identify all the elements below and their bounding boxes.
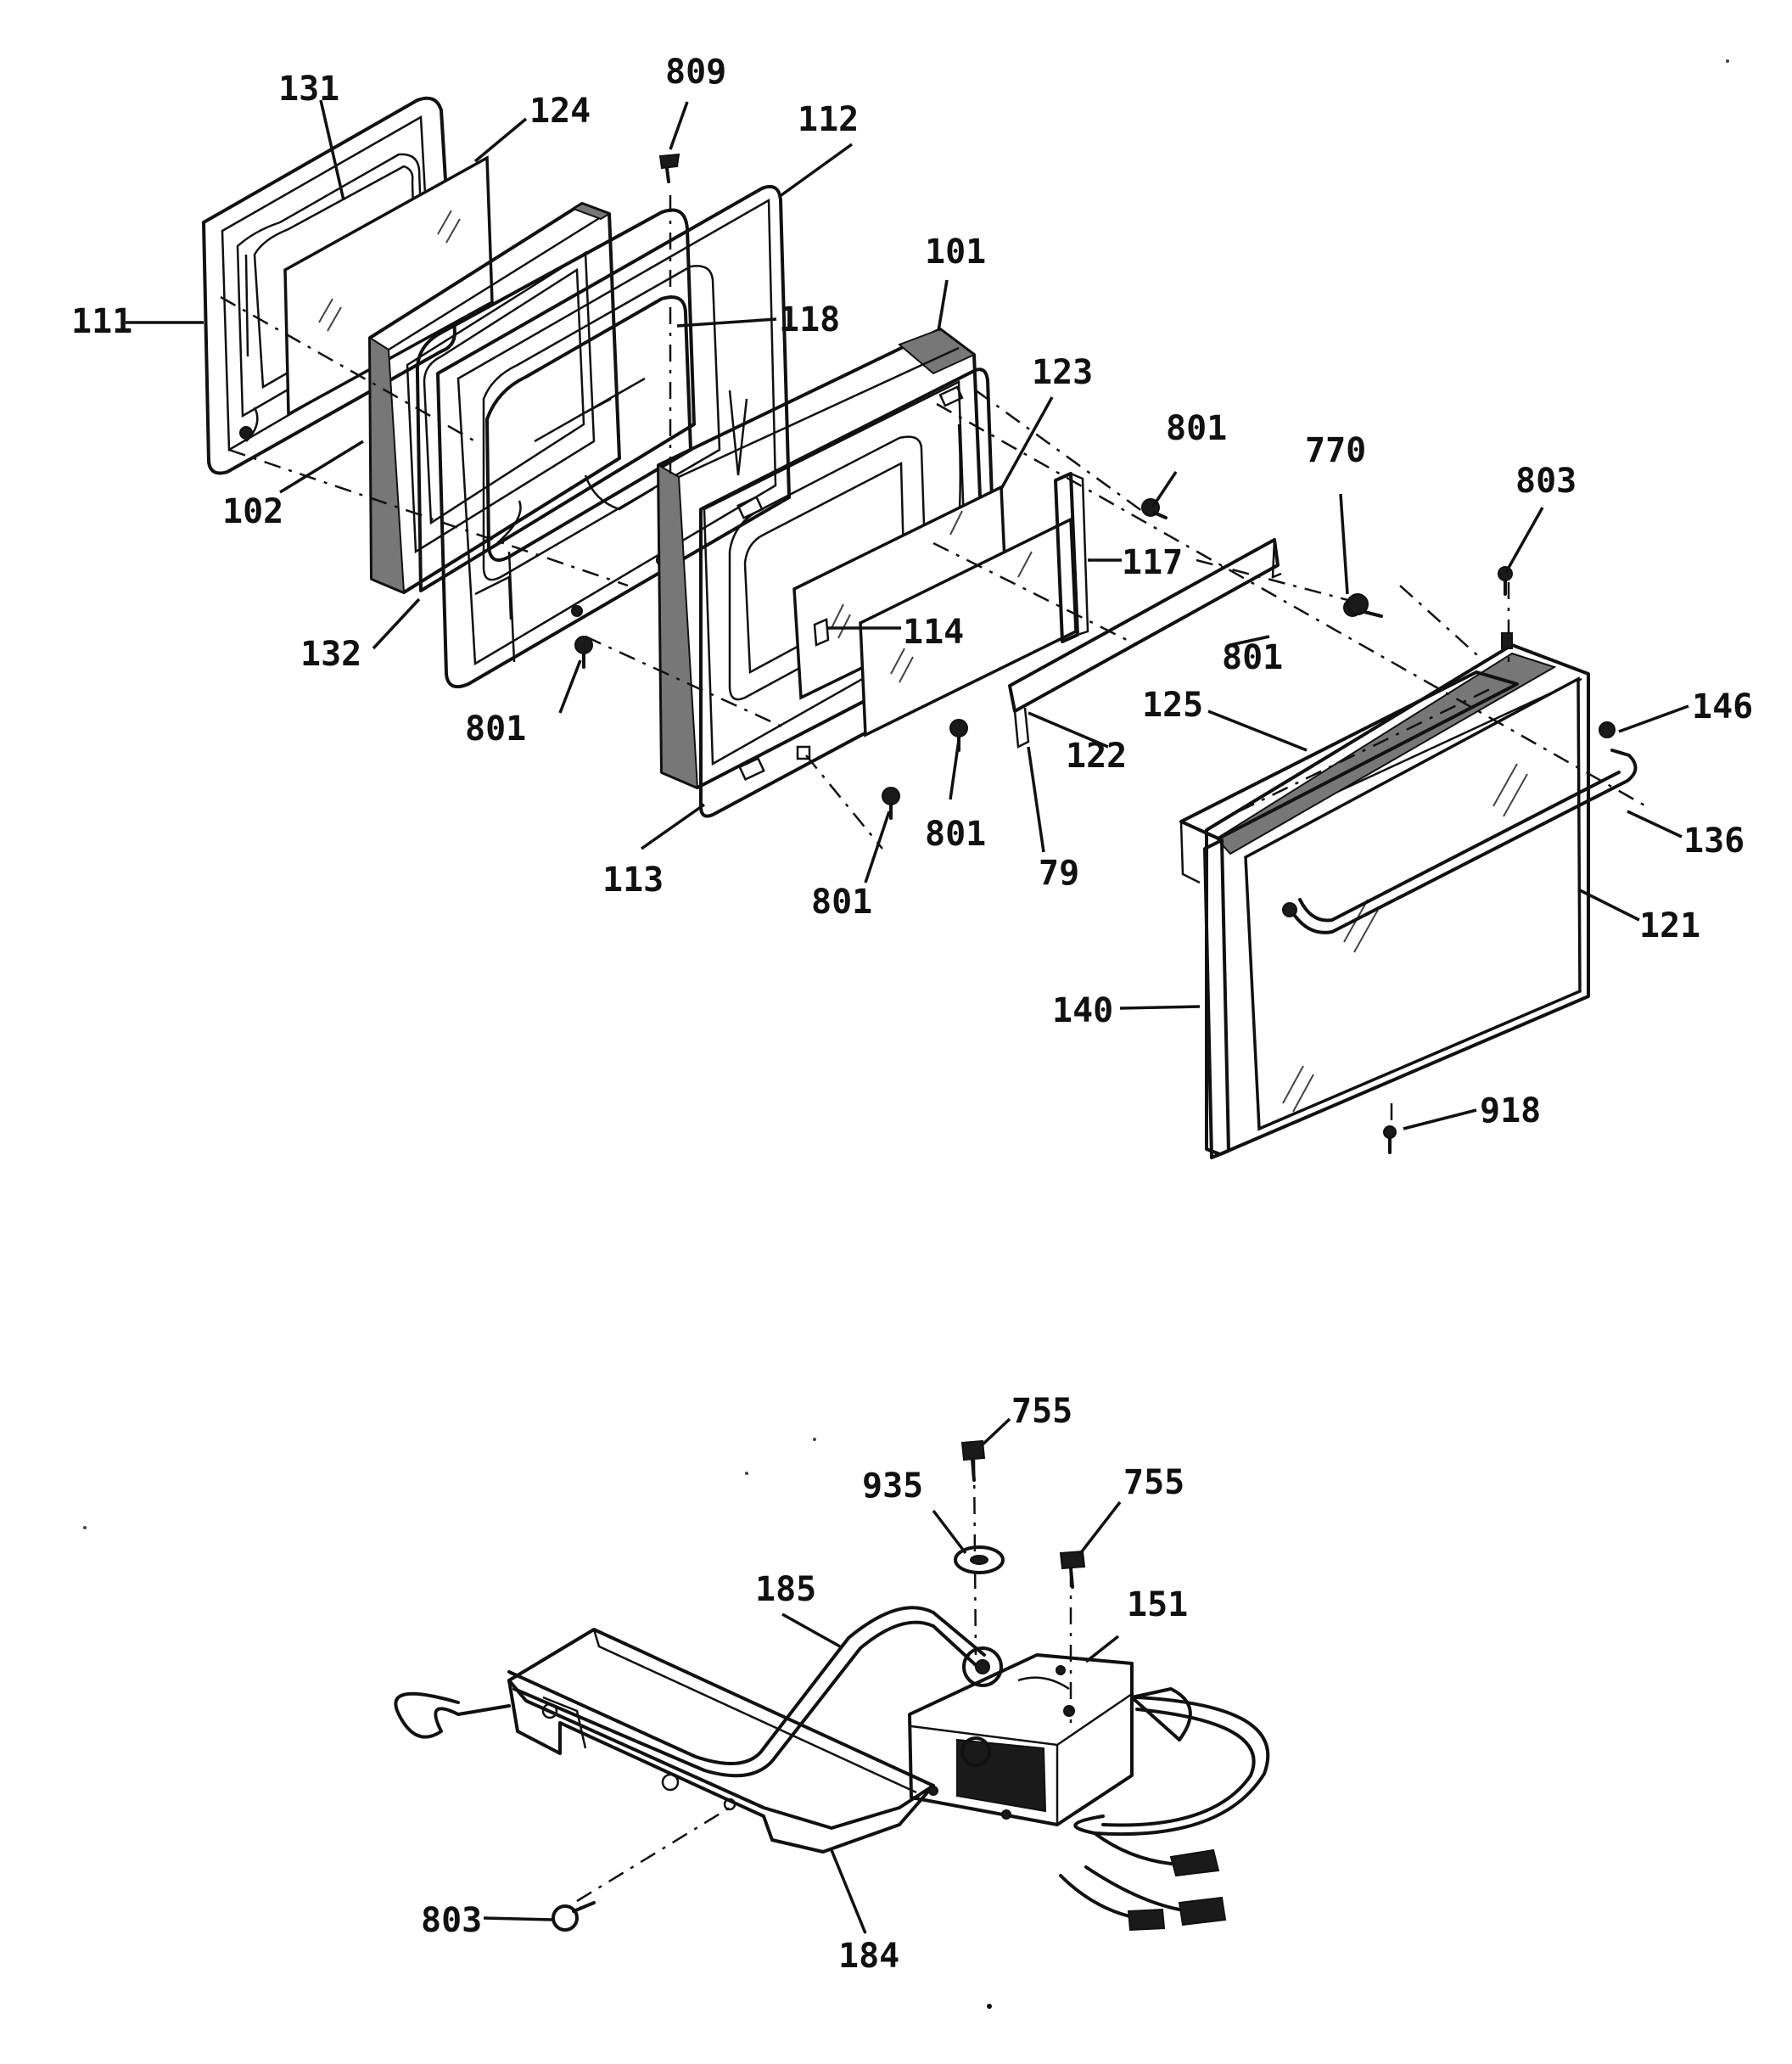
callout-122: 122 [1066,737,1127,776]
callout-124: 124 [529,92,591,131]
screw-icon [658,153,680,183]
callout-801-right: 801 [1222,638,1283,677]
callout-102: 102 [222,492,283,531]
callout-140: 140 [1052,991,1113,1030]
clip-icon [1501,632,1513,649]
top-vent-125 [1179,670,1519,884]
screw-icon [574,636,593,669]
screw-icon [1383,1125,1397,1154]
callout-112: 112 [798,100,859,139]
screw-icon [552,1901,596,1932]
callout-803-top: 803 [1515,462,1576,501]
washer-icon [954,1545,1005,1574]
callout-801-top: 801 [1166,409,1227,448]
door-handle-136 [1288,749,1638,934]
callout-803-bottom: 803 [421,1901,482,1940]
callout-117: 117 [1122,543,1183,582]
side-trim-140 [1203,838,1230,1159]
clip-icon [1282,902,1297,917]
callout-801-mid: 801 [925,815,986,854]
screw-icon [1059,1550,1086,1589]
door-liner-frame-111 [202,96,456,475]
callout-809: 809 [665,53,726,92]
callout-131: 131 [278,70,339,109]
clip-icon [1599,721,1616,738]
callout-770: 770 [1305,431,1366,470]
door-lock-assembly [394,1439,1270,1932]
glass-clip-114 [813,618,830,647]
callout-labels: 131 124 809 112 111 118 101 123 801 770 … [71,53,1753,1976]
callout-113: 113 [602,861,664,900]
callout-101: 101 [925,233,986,272]
lock-motor-151 [908,1653,1192,1826]
callout-136: 136 [1683,822,1744,861]
callout-125: 125 [1142,686,1203,725]
assembly-guide-lines [220,195,1647,1129]
scan-specks [83,59,1729,2009]
callout-79: 79 [1039,854,1079,893]
callout-184: 184 [838,1937,899,1976]
callout-132: 132 [300,635,361,674]
wire-harness [1059,1696,1270,1932]
callout-118: 118 [779,300,840,339]
window-frame-118 [485,295,692,562]
screw-icon [960,1439,986,1482]
callout-121: 121 [1639,906,1700,945]
vent-trim-79 [1008,538,1282,749]
callout-146: 146 [1692,687,1753,726]
callout-123: 123 [1032,353,1093,392]
door-gasket-131 [253,165,417,390]
link-rod-185 [507,1606,1003,1778]
callout-935: 935 [862,1467,923,1506]
callout-755-left: 755 [1011,1392,1072,1431]
callout-801-bottom: 801 [811,883,872,922]
callout-151: 151 [1127,1585,1188,1624]
lock-bracket-184 [394,1628,935,1854]
callout-114: 114 [903,613,964,652]
leader-lines [126,99,1689,1934]
callout-111: 111 [71,302,132,341]
screw-icon [882,787,900,820]
callout-918: 918 [1480,1091,1541,1130]
insulation-frame-102 [368,202,621,594]
screw-icon [1141,498,1168,519]
screw-icon [1347,593,1369,615]
inner-glass-124 [283,155,494,417]
inner-door-panel-112 [436,184,791,688]
callout-755-right: 755 [1123,1463,1184,1502]
lock-assembly-guide-lines [576,1459,1072,1903]
callout-185: 185 [755,1570,816,1609]
callout-801-left: 801 [465,710,526,749]
